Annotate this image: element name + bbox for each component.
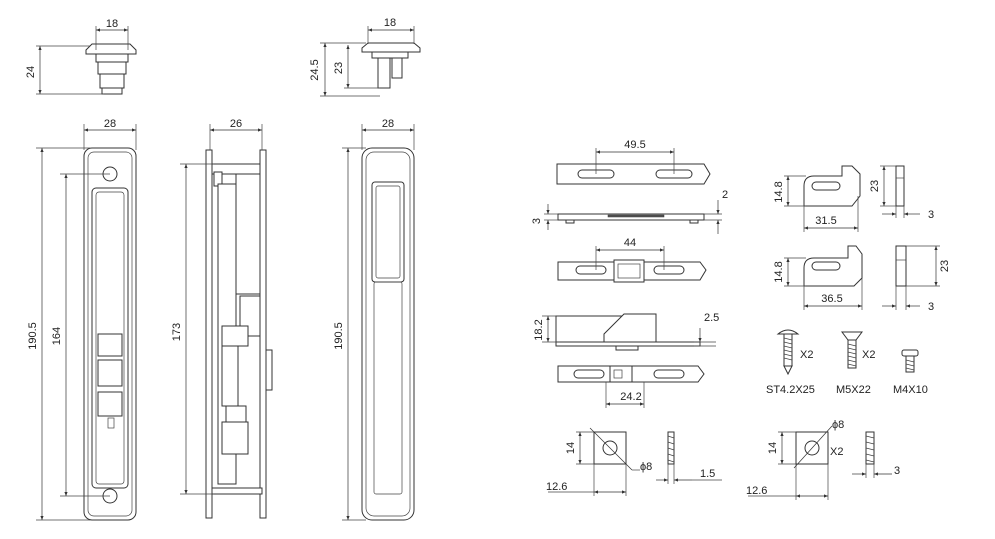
- hook-bottom: [784, 245, 863, 310]
- screw-m5x22: [841, 331, 863, 369]
- handle-side-view: [180, 124, 273, 519]
- dim-front-hole-spacing: 164: [51, 327, 63, 345]
- spacer-right: [748, 425, 833, 500]
- handle-top-view-right: [320, 26, 421, 97]
- dim-spacer-right-qty: X2: [830, 446, 843, 458]
- screw-label-st42x25: ST4.2X25: [766, 384, 815, 396]
- plate-side-view: [544, 200, 722, 234]
- handle-front-view: [36, 124, 137, 521]
- dim-top-right-height-inner: 23: [333, 62, 345, 74]
- dim-front-width: 28: [104, 118, 116, 130]
- screw-qty-st42x25: X2: [800, 349, 813, 361]
- dim-spacer-right-width: 12.6: [746, 485, 767, 497]
- screw-label-m5x22: M5X22: [836, 384, 871, 396]
- dim-top-right-height-outer: 24.5: [309, 59, 321, 80]
- dim-spacer-left-height: 14: [565, 442, 577, 454]
- handle-back-view: [342, 124, 415, 521]
- dim-plate-thickness-left: 3: [531, 218, 543, 224]
- dim-hook-top-height: 14.8: [773, 181, 785, 202]
- screw-m4x10: [901, 349, 919, 373]
- dim-side-height: 173: [171, 323, 183, 341]
- dim-spacer-right-thickness: 3: [894, 465, 900, 477]
- lock-bottom-view: [557, 365, 705, 408]
- spacer-left: [548, 427, 640, 496]
- screw-label-m4x10: M4X10: [893, 384, 928, 396]
- dim-spacer-left-width: 12.6: [546, 481, 567, 493]
- hook-top: [784, 165, 861, 232]
- dim-spacer-right-diameter: ϕ8: [832, 419, 844, 431]
- dim-lock-width: 24.2: [620, 391, 641, 403]
- spacer-left-side: [656, 431, 722, 484]
- dim-hook-bottom-width: 36.5: [821, 293, 842, 305]
- spacer-right-side: [852, 431, 892, 478]
- dim-top-right-width: 18: [384, 17, 396, 29]
- dim-lock-height: 18.2: [533, 319, 545, 340]
- dim-hook-top-side-thickness: 3: [928, 209, 934, 221]
- dim-spacer-left-diameter: ϕ8: [640, 461, 652, 473]
- hook-bottom-side: [882, 245, 940, 310]
- dim-side-width: 26: [230, 118, 242, 130]
- screw-qty-m5x22: X2: [862, 349, 875, 361]
- dim-top-handle-height: 24: [25, 66, 37, 78]
- dim-top-handle-width: 18: [106, 18, 118, 30]
- handle-top-view: [36, 26, 137, 95]
- screw-st42x25: [776, 329, 800, 376]
- strike-plate: [557, 246, 707, 283]
- dim-plate-thickness-right: 2: [722, 189, 728, 201]
- dim-lock-offset: 2.5: [704, 312, 719, 324]
- dim-strike-slot-spacing: 44: [624, 237, 636, 249]
- dim-back-height: 190.5: [333, 322, 345, 350]
- mounting-plate: [556, 148, 711, 185]
- dim-spacer-left-thickness: 1.5: [700, 468, 715, 480]
- dim-front-height: 190.5: [27, 322, 39, 350]
- lock-side-view: [542, 313, 716, 351]
- dim-hook-top-width: 31.5: [815, 215, 836, 227]
- dim-hook-top-side-height: 23: [869, 180, 881, 192]
- hook-top-side: [880, 165, 920, 218]
- dim-spacer-right-height: 14: [767, 442, 779, 454]
- dim-back-width: 28: [382, 118, 394, 130]
- dim-hook-bottom-height: 14.8: [773, 261, 785, 282]
- dim-plate-slot-spacing: 49.5: [624, 139, 645, 151]
- dim-hook-bottom-side-thickness: 3: [928, 301, 934, 313]
- dim-hook-bottom-side-height: 23: [939, 260, 951, 272]
